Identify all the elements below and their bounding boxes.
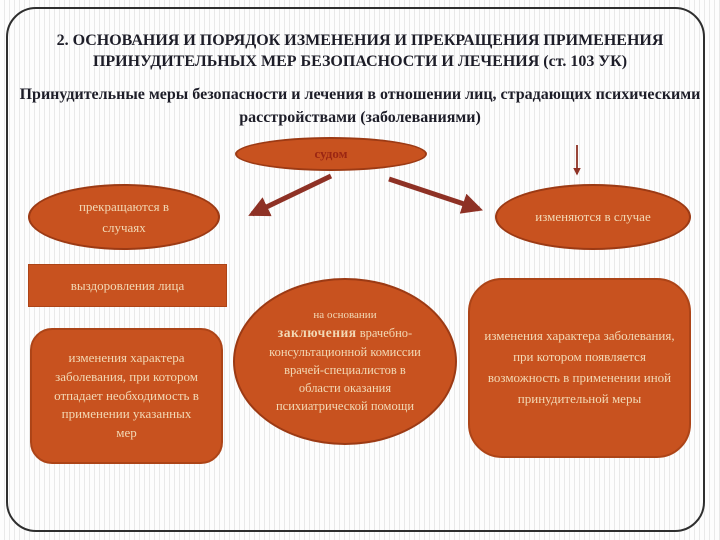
node-changed-in-case: изменяются в случае — [495, 184, 691, 250]
node-terminate-case: изменения характера заболевания, при кот… — [30, 328, 223, 464]
node-terminated-in-cases: прекращаются в случаях — [28, 184, 220, 250]
node-change-case-label: изменения характера заболевания, при кот… — [484, 328, 675, 406]
node-recovery-label: выздоровления лица — [70, 277, 185, 293]
basis-rest-text: врачебно-консультационной комиссии враче… — [269, 326, 421, 414]
basis-intro-text: на основании — [313, 308, 377, 321]
node-change-case: изменения характера заболевания, при кот… — [468, 278, 691, 458]
arrow-court-to-terminate — [248, 173, 333, 217]
basis-body-text: заключения врачебно-консультационной ком… — [269, 323, 421, 415]
node-terminate-case-label: изменения характера заболевания, при кот… — [54, 349, 199, 441]
node-changed-label: изменяются в случае — [535, 209, 651, 225]
node-recovery: выздоровления лица — [28, 264, 227, 307]
node-court: судом — [235, 137, 427, 171]
node-terminated-label: прекращаются в случаях — [78, 198, 170, 235]
node-court-label: судом — [314, 146, 348, 161]
arrow-court-to-change — [388, 176, 483, 214]
page-subtitle: Принудительные меры безопасности и лечен… — [19, 86, 701, 126]
basis-keyword-text: заключения — [277, 325, 357, 341]
node-conclusion-basis: на основании заключения врачебно-консуль… — [233, 278, 457, 445]
page-title: 2. ОСНОВАНИЯ И ПОРЯДОК ИЗМЕНЕНИЯ И ПРЕКР… — [56, 32, 664, 70]
